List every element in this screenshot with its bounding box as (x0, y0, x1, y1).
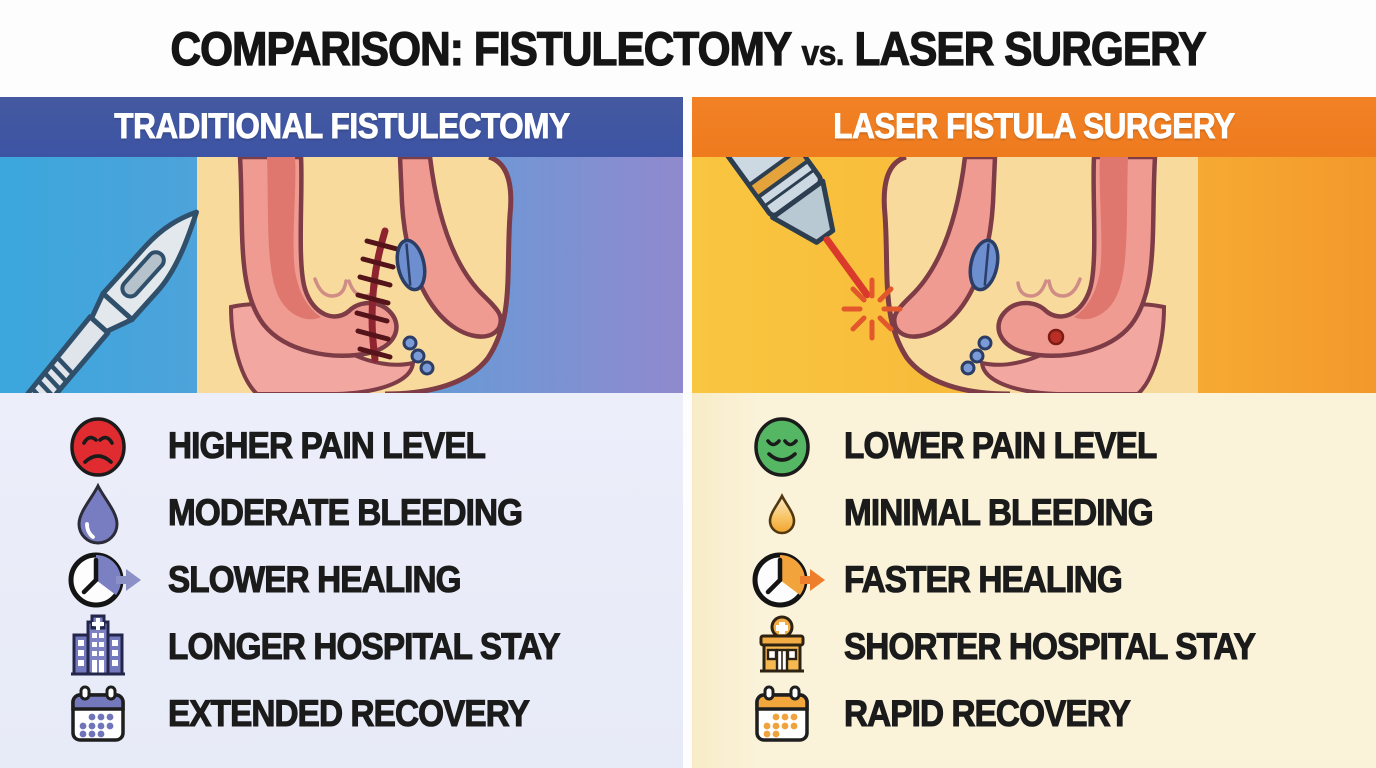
title-part1: COMPARISON: FISTULECTOMY (170, 21, 792, 75)
page-title: COMPARISON: FISTULECTOMY vs. LASER SURGE… (170, 21, 1207, 76)
laser-pen-icon (692, 157, 871, 299)
list-item: MINIMAL BLEEDING (692, 479, 1376, 546)
list-item: MODERATE BLEEDING (0, 479, 683, 546)
clock-arrow-icon (66, 548, 141, 612)
list-item: LOWER PAIN LEVEL (692, 412, 1376, 479)
small-veins (402, 335, 435, 376)
item-label: LONGER HOSPITAL STAY (168, 625, 561, 667)
column-laser-fistula-surgery: LASER FISTULA SURGERY (692, 97, 1376, 768)
list-item: EXTENDED RECOVERY (0, 680, 683, 747)
traditional-header: TRADITIONAL FISTULECTOMY (0, 97, 683, 157)
item-label: HIGHER PAIN LEVEL (168, 424, 487, 466)
title-vs: vs. (801, 32, 845, 74)
item-label: FASTER HEALING (844, 558, 1124, 600)
hemorrhoidal-vein (968, 238, 1000, 292)
laser-surgery-illustration (692, 157, 1376, 393)
traditional-illustration (0, 157, 683, 393)
hospital-icon (66, 614, 130, 679)
traditional-items-panel: HIGHER PAIN LEVEL MODERATE BLEEDING (0, 393, 683, 768)
laser-items-panel: LOWER PAIN LEVEL MINIMAL BLEEDING (692, 393, 1376, 768)
traditional-header-label: TRADITIONAL FISTULECTOMY (113, 107, 570, 147)
calendar-icon (66, 682, 130, 746)
item-label: RAPID RECOVERY (844, 692, 1132, 734)
list-item: RAPID RECOVERY (692, 680, 1376, 747)
item-label: LOWER PAIN LEVEL (844, 424, 1158, 466)
list-item: SHORTER HOSPITAL STAY (692, 613, 1376, 680)
list-item: SLOWER HEALING (0, 546, 683, 613)
title-bar: COMPARISON: FISTULECTOMY vs. LASER SURGE… (0, 0, 1376, 97)
item-label: SLOWER HEALING (168, 558, 463, 600)
blood-drop-icon (66, 481, 130, 545)
laser-spark-burst (841, 277, 903, 341)
scalpel-surgery-illustration (0, 157, 683, 393)
suture-line-icon (354, 227, 400, 363)
column-traditional-fistulectomy: TRADITIONAL FISTULECTOMY (0, 97, 683, 768)
happy-face-icon (750, 414, 814, 478)
clinic-icon (750, 615, 814, 679)
hemorrhoidal-vein (395, 238, 427, 292)
laser-header-label: LASER FISTULA SURGERY (833, 107, 1236, 147)
small-drop-icon (750, 481, 814, 545)
canal-lumen (267, 157, 321, 320)
item-label: MINIMAL BLEEDING (844, 491, 1155, 533)
calendar-icon (750, 682, 814, 746)
clock-arrow-icon (750, 548, 825, 612)
canal-lumen (1074, 157, 1128, 320)
anal-canal-cross-section (881, 157, 1198, 393)
laser-wound-dot (1047, 328, 1065, 346)
title-part2: LASER SURGERY (854, 21, 1207, 75)
list-item: HIGHER PAIN LEVEL (0, 412, 683, 479)
small-veins (960, 335, 993, 376)
list-item: LONGER HOSPITAL STAY (0, 613, 683, 680)
item-label: EXTENDED RECOVERY (168, 692, 531, 734)
laser-header: LASER FISTULA SURGERY (692, 97, 1376, 157)
mucosal-folds (1016, 277, 1082, 298)
laser-illustration (692, 157, 1376, 393)
sad-face-icon (66, 414, 130, 478)
scalpel-icon (3, 209, 199, 393)
laser-beam (823, 236, 871, 299)
list-item: FASTER HEALING (692, 546, 1376, 613)
item-label: SHORTER HOSPITAL STAY (844, 625, 1257, 667)
anal-canal-cross-section (197, 157, 514, 393)
item-label: MODERATE BLEEDING (168, 491, 524, 533)
